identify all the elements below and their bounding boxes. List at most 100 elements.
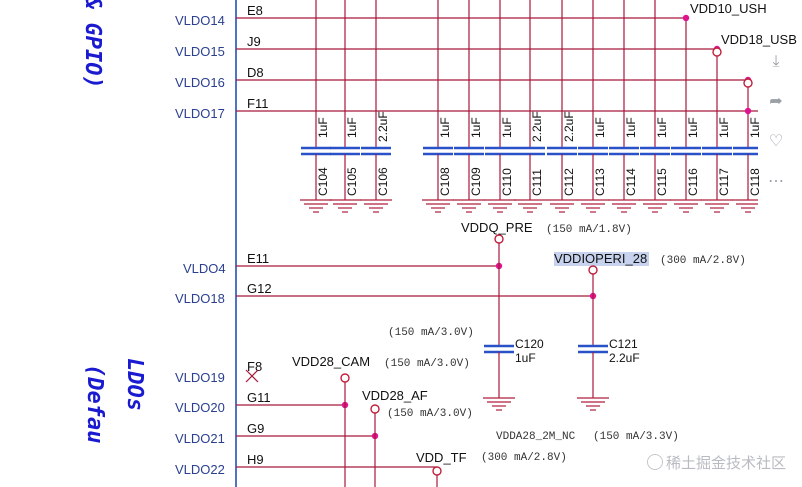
cap-value-c121: 2.2uF <box>609 351 640 365</box>
net-vddioperi-28: VDDIOPERI_28 <box>554 251 647 266</box>
net-port-vdd28-cam <box>340 373 350 383</box>
title-default: (Defau <box>82 364 107 443</box>
share-icon[interactable]: ➦ <box>769 93 783 110</box>
pin-vldo20: VLDO20 <box>175 400 225 415</box>
net-port-vdd28-af <box>370 404 380 414</box>
cap-ref-c112: C112 <box>562 168 576 196</box>
capacitor-c104: 1uF C104 <box>300 117 332 213</box>
ball-f11: F11 <box>247 96 268 111</box>
ball-h9: H9 <box>247 452 264 467</box>
net-port-vddioperi <box>588 265 598 275</box>
cap-ref-c113: C113 <box>593 168 607 196</box>
cap-value-c109: 1uF <box>469 117 483 138</box>
cap-value-c113: 1uF <box>593 117 607 138</box>
capacitor-c121: C121 2.2uF <box>577 337 640 411</box>
capacitor-c106: 2.2uF C106 <box>360 111 392 213</box>
pin-vldo14: VLDO14 <box>175 13 225 28</box>
net-vdda28-2m-spec: (150 mA/3.3V) <box>593 431 679 443</box>
net-vdd10-usb: VDD10_USH <box>690 1 767 16</box>
net-vdd28-cam-spec: (150 mA/3.0V) <box>384 358 470 370</box>
cap-ref-c118: C118 <box>748 168 762 196</box>
net-vdd-tf-spec: (300 mA/2.8V) <box>481 452 567 464</box>
watermark-text: 稀土掘金技术社区 <box>665 454 786 472</box>
net-vddioperi-spec: (300 mA/2.8V) <box>660 255 746 267</box>
capacitor-c113: 1uF C113 <box>577 117 609 213</box>
cap-ref-c106: C106 <box>376 167 390 196</box>
floating-action-bar: ⤓ ➦ ♡ ⋯ <box>758 36 802 216</box>
cap-value-c114: 1uF <box>624 117 638 138</box>
ball-e11: E11 <box>247 251 269 266</box>
capacitor-c117: 1uF C117 <box>701 117 733 213</box>
cap-ref-c111: C111 <box>530 169 544 196</box>
download-icon[interactable]: ⤓ <box>772 53 780 70</box>
title-ldos: LDOs <box>122 358 147 411</box>
cap-ref-c104: C104 <box>316 167 330 196</box>
pin-vldo21: VLDO21 <box>175 431 225 446</box>
net-vdd28-cam: VDD28_CAM <box>292 354 370 369</box>
capacitor-c105: 1uF C105 <box>329 117 361 213</box>
net-vddq-pre-spec: (150 mA/1.8V) <box>546 224 632 236</box>
pin-vldo15: VLDO15 <box>175 44 225 59</box>
net-vddq-pre: VDDQ_PRE <box>461 220 533 235</box>
ball-g9: G9 <box>247 421 264 436</box>
cap-value-c116: 1uF <box>686 117 700 138</box>
cap-ref-c115: C115 <box>655 168 669 196</box>
like-icon[interactable]: ♡ <box>768 133 784 150</box>
cap-value-c105: 1uF <box>345 117 359 138</box>
capacitor-c120: C120 1uF <box>483 337 544 411</box>
watermark-logo-icon <box>646 454 663 470</box>
ball-j9: J9 <box>247 34 261 49</box>
cap-ref-c114: C114 <box>624 168 638 196</box>
cap-ref-c108: C108 <box>438 167 452 196</box>
spec-150-3v: (150 mA/3.0V) <box>388 327 474 339</box>
pin-vldo4: VLDO4 <box>183 261 226 276</box>
cap-ref-c110: C110 <box>500 168 514 196</box>
ball-g11: G11 <box>247 390 271 405</box>
capacitor-c108: 1uF C108 <box>422 117 454 213</box>
cap-value-c104: 1uF <box>316 117 330 138</box>
capacitor-c110: 1uF C110 <box>484 117 516 213</box>
cap-value-c106: 2.2uF <box>376 111 390 142</box>
net-vdd28-af-spec: (150 mA/3.0V) <box>387 408 473 420</box>
net-port-vdd16 <box>743 78 753 88</box>
capacitor-c114: 1uF C114 <box>608 117 640 213</box>
cap-ref-c117: C117 <box>717 168 731 196</box>
cap-ref-c109: C109 <box>469 167 483 196</box>
ball-f8: F8 <box>247 359 262 374</box>
title-gpio: & GPIO) <box>80 0 105 89</box>
net-vdd28-af: VDD28_AF <box>362 388 428 403</box>
cap-value-c112: 2.2uF <box>562 111 576 142</box>
capacitor-bank-top: 1uF C104 1uF C105 2.2uF C106 1uF C108 <box>300 111 762 213</box>
cap-value-c110: 1uF <box>500 117 514 138</box>
net-port-vddq-pre <box>494 234 504 244</box>
ball-e8: E8 <box>247 3 263 18</box>
capacitor-c109: 1uF C109 <box>453 117 485 213</box>
cap-value-c120: 1uF <box>515 351 536 365</box>
cap-ref-c121: C121 <box>609 337 638 351</box>
cap-value-c108: 1uF <box>438 117 452 138</box>
vertical-rails <box>315 0 749 148</box>
capacitor-c112: 2.2uF C112 <box>546 111 578 213</box>
capacitor-c118: 1uF C118 <box>732 117 762 213</box>
net-vdd18-usb: VDD18_USB <box>721 32 797 47</box>
pin-vldo17: VLDO17 <box>175 106 225 121</box>
net-vdd-tf: VDD_TF <box>416 450 467 465</box>
ball-labels: E8 J9 D8 F11 E11 G12 F8 G11 G9 H9 <box>247 3 272 467</box>
watermark: 稀土掘金技术社区 <box>646 452 786 473</box>
capacitor-c116: 1uF C116 <box>670 117 702 213</box>
cap-value-c118: 1uF <box>748 117 762 138</box>
pin-vldo19: VLDO19 <box>175 370 225 385</box>
selection-highlight <box>554 252 649 266</box>
pin-vldo16: VLDO16 <box>175 75 225 90</box>
cap-ref-c120: C120 <box>515 337 544 351</box>
cap-value-c115: 1uF <box>655 117 669 138</box>
pin-vldo22: VLDO22 <box>175 462 225 477</box>
capacitor-c115: 1uF C115 <box>639 117 671 213</box>
cap-value-c117: 1uF <box>717 117 731 138</box>
comment-icon[interactable]: ⋯ <box>768 173 784 190</box>
cap-value-c111: 2.2uF <box>530 111 544 142</box>
cap-ref-c105: C105 <box>345 167 359 196</box>
net-port-vdd18 <box>712 47 722 57</box>
pin-labels: VLDO14 VLDO15 VLDO16 VLDO17 VLDO4 VLDO18… <box>175 13 226 477</box>
